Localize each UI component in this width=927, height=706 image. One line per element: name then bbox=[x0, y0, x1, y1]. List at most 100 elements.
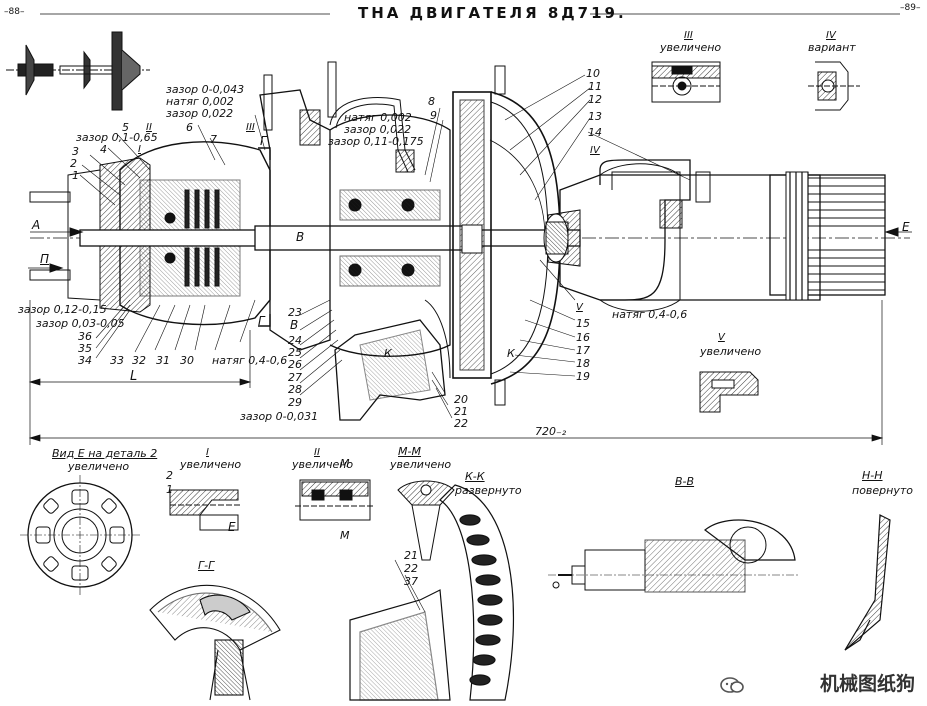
callout-11: 11 bbox=[588, 80, 602, 93]
callout-34: 34 bbox=[78, 354, 92, 367]
callout-6: 6 bbox=[186, 121, 193, 134]
view-iii-caption: увеличено bbox=[660, 41, 722, 54]
page-number-right: –89– bbox=[900, 3, 921, 13]
callout-26: 26 bbox=[288, 358, 302, 371]
view-e-label: Вид Е на деталь 2 bbox=[52, 447, 158, 460]
view-e-caption: увеличено bbox=[68, 460, 130, 473]
clearance-11: зазор 0-0,031 bbox=[240, 410, 319, 423]
callout-12: 12 bbox=[588, 93, 602, 106]
callout-10: 10 bbox=[586, 67, 600, 80]
callout-roman-iii: III bbox=[246, 122, 255, 133]
section-mm-caption: увеличено bbox=[390, 458, 452, 471]
section-vv-label: В-В bbox=[675, 475, 695, 488]
view-iii-label: III bbox=[684, 30, 693, 41]
section-mark-m-bottom: М bbox=[340, 529, 350, 542]
page-number-left: –88– bbox=[4, 7, 25, 17]
section-v-v bbox=[548, 519, 800, 593]
clearance-7: зазор 0,1-0,65 bbox=[76, 131, 158, 144]
callout-36: 36 bbox=[78, 330, 92, 343]
watermark-text: 机械图纸狗 bbox=[819, 673, 915, 695]
callout-7: 7 bbox=[210, 133, 217, 146]
dimension-overall: 720₋₂ bbox=[535, 425, 567, 438]
view-e-disk bbox=[20, 475, 140, 595]
callout-22: 22 bbox=[454, 417, 468, 430]
section-nn-label: Н-Н bbox=[862, 469, 883, 482]
callout-9: 9 bbox=[430, 109, 437, 122]
callout-4: 4 bbox=[100, 143, 107, 156]
arrow-a: А bbox=[32, 218, 41, 232]
view-ii-label: II bbox=[314, 447, 320, 458]
callout-25: 25 bbox=[288, 346, 302, 359]
view-i-label: I bbox=[206, 447, 209, 458]
section-mark-g-bottom: Г bbox=[258, 314, 265, 328]
page-title: ТНА ДВИГАТЕЛЯ 8Д719. bbox=[358, 4, 627, 22]
callout-18: 18 bbox=[576, 357, 590, 370]
section-mark-m-top: М bbox=[340, 457, 350, 470]
view-iv-label: IV bbox=[826, 30, 836, 41]
callout-2: 2 bbox=[70, 157, 77, 170]
callout-1-detail: 1 bbox=[166, 483, 173, 496]
section-kk-label: К-К bbox=[465, 470, 485, 483]
callout-1: 1 bbox=[72, 169, 79, 182]
callout-17: 17 bbox=[576, 344, 590, 357]
callout-20: 20 bbox=[454, 393, 468, 406]
section-mark-g-top: Г bbox=[260, 134, 267, 148]
section-kk-caption: развернуто bbox=[455, 484, 522, 497]
callout-31: 31 bbox=[156, 354, 170, 367]
view-iv-caption: вариант bbox=[808, 41, 856, 54]
watermark-logo-icon bbox=[720, 677, 744, 693]
section-m-m bbox=[397, 480, 455, 561]
section-mm-label: М-М bbox=[398, 445, 421, 458]
thumbnail-assembly bbox=[6, 31, 150, 111]
callout-16: 16 bbox=[576, 331, 590, 344]
callout-35: 35 bbox=[78, 342, 92, 355]
section-mark-v: В bbox=[296, 230, 305, 244]
clearance-8: зазор 0,12-0,15 bbox=[18, 303, 107, 316]
clearance-5: зазор 0,022 bbox=[344, 123, 412, 136]
callout-roman-iv: IV bbox=[590, 145, 600, 156]
view-v-caption: увеличено bbox=[700, 345, 762, 358]
detail-v bbox=[699, 371, 759, 413]
callout-21: 21 bbox=[454, 405, 468, 418]
section-k-k bbox=[349, 484, 515, 701]
callout-32: 32 bbox=[132, 354, 146, 367]
arrow-e: Е bbox=[902, 220, 910, 234]
section-g-g bbox=[149, 584, 281, 701]
callout-15: 15 bbox=[576, 317, 590, 330]
callout-37: 37 bbox=[404, 575, 418, 588]
detail-i bbox=[169, 489, 240, 531]
callout-28: 28 bbox=[288, 383, 302, 396]
dimension-lines bbox=[28, 300, 884, 445]
view-ii-caption: увеличено bbox=[292, 458, 354, 471]
clearance-12: натяг 0,4-0,6 bbox=[612, 308, 688, 321]
section-mark-k: К bbox=[384, 347, 392, 360]
clearance-2: натяг 0,002 bbox=[166, 95, 234, 108]
callout-roman-ii: II bbox=[146, 122, 152, 133]
callout-roman-v: V bbox=[576, 302, 583, 313]
section-n-n bbox=[844, 514, 891, 651]
dimension-l: L bbox=[130, 369, 138, 384]
callout-8: 8 bbox=[428, 95, 435, 108]
clearance-10: натяг 0,4-0,6 bbox=[212, 354, 288, 367]
view-v-label: V bbox=[718, 332, 725, 343]
view-i-caption: увеличено bbox=[180, 458, 242, 471]
callout-14: 14 bbox=[588, 126, 602, 139]
section-mark-v-bottom: В bbox=[290, 318, 299, 332]
callout-13: 13 bbox=[588, 110, 602, 123]
clearance-9: зазор 0,03-0,05 bbox=[36, 317, 125, 330]
callout-30: 30 bbox=[180, 354, 194, 367]
clearance-4: натяг 0,002 bbox=[344, 111, 412, 124]
callout-29: 29 bbox=[288, 396, 302, 409]
arrow-p: П bbox=[40, 252, 50, 266]
detail-iii bbox=[651, 61, 721, 103]
clearance-3: зазор 0,022 bbox=[166, 107, 234, 120]
callout-3: 3 bbox=[72, 145, 79, 158]
detail-iv bbox=[808, 61, 860, 111]
callout-24: 24 bbox=[288, 334, 302, 347]
section-gg-label: Г-Г bbox=[198, 559, 215, 572]
section-nn-caption: повернуто bbox=[852, 484, 913, 497]
clearance-1: зазор 0-0,043 bbox=[166, 83, 245, 96]
clearance-6: зазор 0,11-0,175 bbox=[328, 135, 424, 148]
